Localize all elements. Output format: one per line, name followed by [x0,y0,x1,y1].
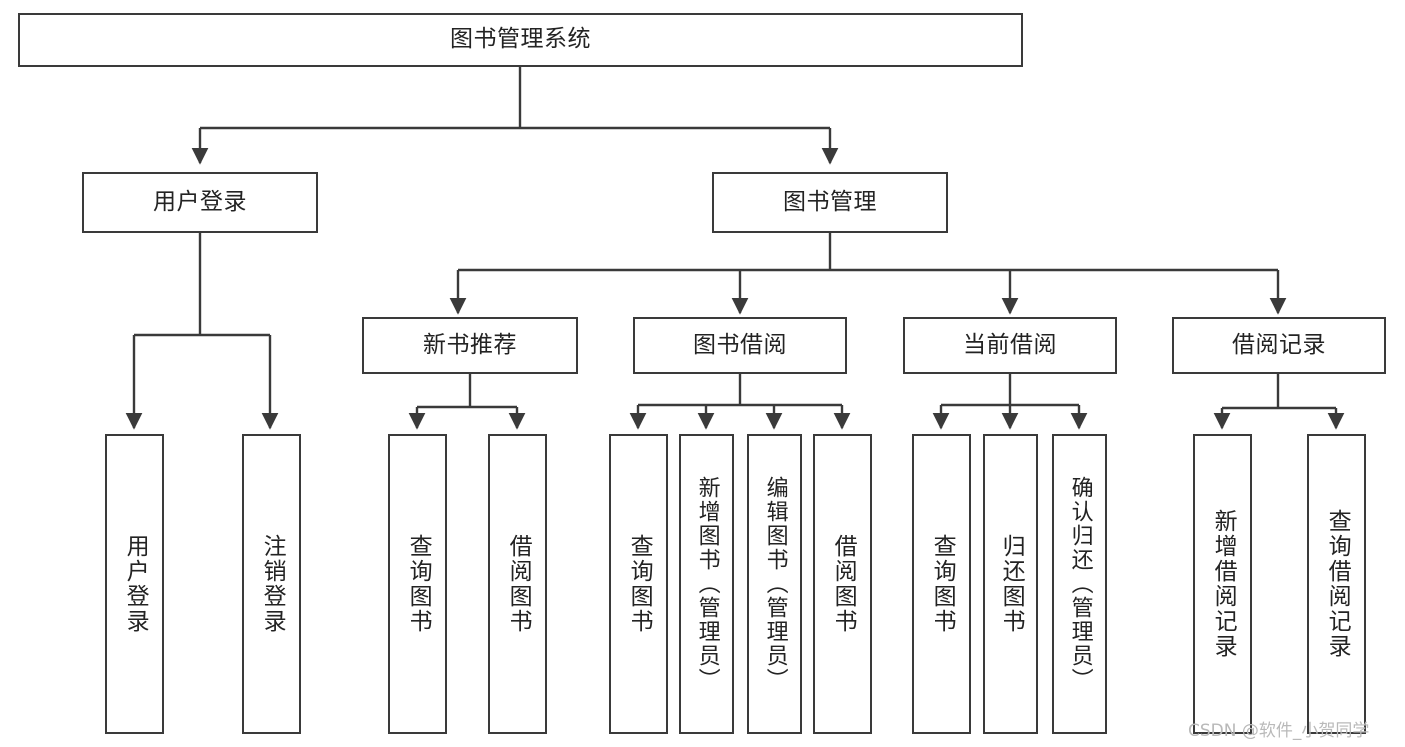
leaf-borrow-query-book[interactable]: 查询图书 [609,434,668,734]
leaf-borrow-edit-book-admin[interactable]: 编辑图书（管理员） [747,434,802,734]
node-label: 用户登录 [153,188,247,215]
node-label: 查询图书 [405,534,432,634]
node-book-management[interactable]: 图书管理 [712,172,948,233]
leaf-records-query-record[interactable]: 查询借阅记录 [1307,434,1366,734]
watermark-text: CSDN @软件_小贺同学 [1188,721,1370,741]
leaf-user-logout[interactable]: 注销登录 [242,434,301,734]
node-label: 新书推荐 [423,331,517,358]
node-book-borrow[interactable]: 图书借阅 [633,317,847,374]
leaf-current-return-book[interactable]: 归还图书 [983,434,1038,734]
node-label: 图书借阅 [693,331,787,358]
leaf-recommend-query-book[interactable]: 查询图书 [388,434,447,734]
leaf-user-login[interactable]: 用户登录 [105,434,164,734]
leaf-current-confirm-return-admin[interactable]: 确认归还（管理员） [1052,434,1107,734]
node-label: 图书管理 [783,188,877,215]
node-current-borrow[interactable]: 当前借阅 [903,317,1117,374]
node-new-book-recommend[interactable]: 新书推荐 [362,317,578,374]
node-label: 新增图书（管理员） [694,476,720,692]
leaf-borrow-borrow-book[interactable]: 借阅图书 [813,434,872,734]
leaf-recommend-borrow-book[interactable]: 借阅图书 [488,434,547,734]
node-label: 查询图书 [929,534,956,634]
node-label: 归还图书 [998,534,1025,634]
node-label: 借阅图书 [505,534,532,634]
node-root-system[interactable]: 图书管理系统 [18,13,1023,67]
node-user-login[interactable]: 用户登录 [82,172,318,233]
leaf-borrow-add-book-admin[interactable]: 新增图书（管理员） [679,434,734,734]
node-label: 借阅记录 [1232,331,1326,358]
node-label: 查询图书 [626,534,653,634]
node-borrow-records[interactable]: 借阅记录 [1172,317,1386,374]
node-label: 编辑图书（管理员） [762,476,788,692]
node-label: 用户登录 [122,534,149,634]
node-label: 借阅图书 [830,534,857,634]
node-label: 当前借阅 [963,331,1057,358]
node-label: 图书管理系统 [450,26,591,53]
node-label: 注销登录 [259,534,286,634]
node-label: 查询借阅记录 [1324,509,1351,659]
node-label: 确认归还（管理员） [1067,476,1093,692]
node-label: 新增借阅记录 [1210,509,1237,659]
leaf-records-add-record[interactable]: 新增借阅记录 [1193,434,1252,734]
leaf-current-query-book[interactable]: 查询图书 [912,434,971,734]
